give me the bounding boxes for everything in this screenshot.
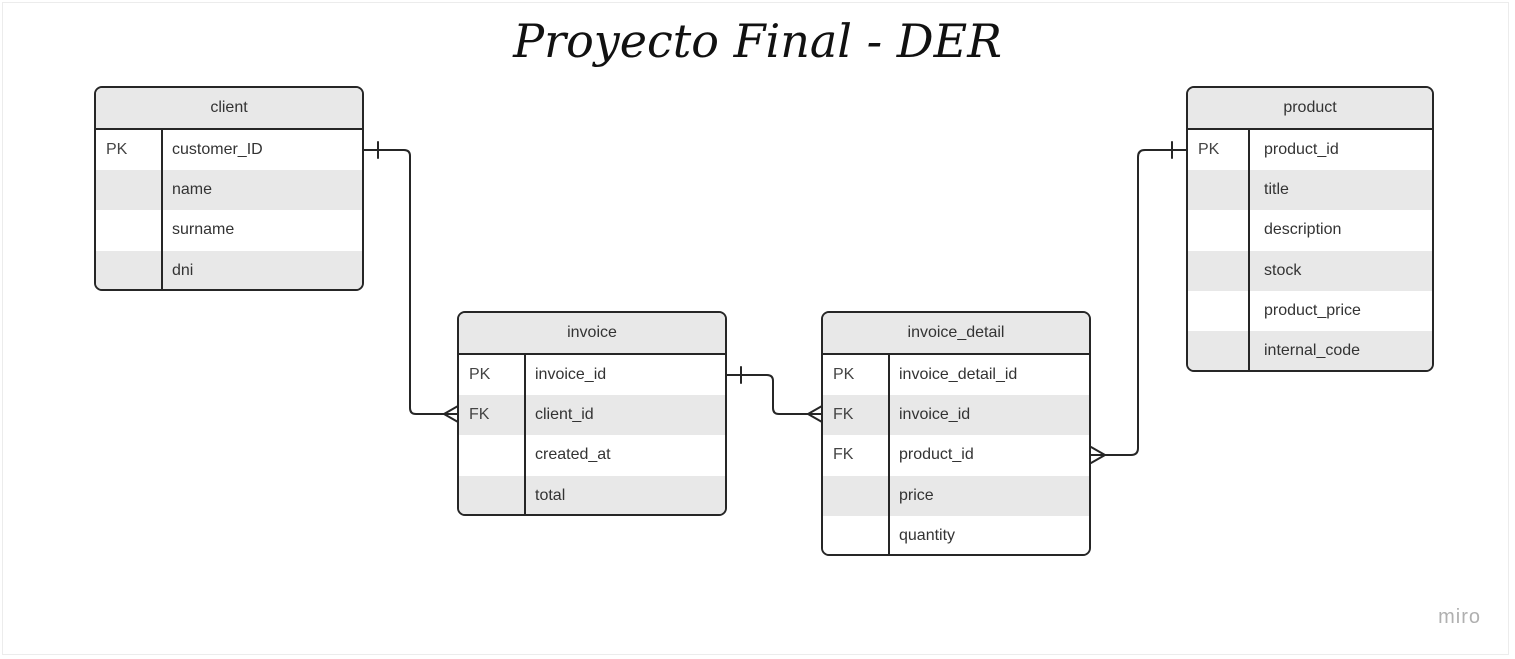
entity-header[interactable]: invoice bbox=[459, 313, 725, 355]
table-row[interactable]: PK product_id bbox=[1188, 130, 1432, 171]
key-label: FK bbox=[833, 446, 854, 464]
field-name: customer_ID bbox=[172, 141, 263, 159]
table-row[interactable]: dni bbox=[96, 250, 362, 289]
table-row[interactable]: internal_code bbox=[1188, 330, 1432, 370]
entity-header[interactable]: client bbox=[96, 88, 362, 130]
field-name: stock bbox=[1264, 261, 1302, 279]
relationship-client-invoice bbox=[363, 141, 459, 423]
key-label: FK bbox=[833, 406, 854, 424]
key-label: PK bbox=[106, 141, 128, 159]
diagram-title: Proyecto Final - DER bbox=[513, 14, 1002, 68]
table-row[interactable]: created_at bbox=[459, 435, 725, 476]
column-divider bbox=[1248, 130, 1250, 370]
field-name: product_id bbox=[899, 446, 974, 464]
table-row[interactable]: product_price bbox=[1188, 290, 1432, 331]
field-name: total bbox=[535, 486, 566, 504]
column-divider bbox=[888, 355, 890, 554]
table-row[interactable]: FK product_id bbox=[823, 435, 1089, 476]
table-row[interactable]: FK invoice_id bbox=[823, 395, 1089, 436]
table-row[interactable]: PK invoice_id bbox=[459, 355, 725, 396]
field-name: dni bbox=[172, 261, 194, 279]
field-name: invoice_id bbox=[535, 366, 607, 384]
relationship-product-invoice-detail bbox=[1090, 141, 1188, 464]
column-divider bbox=[161, 130, 163, 289]
field-name: quantity bbox=[899, 526, 956, 544]
field-name: internal_code bbox=[1264, 342, 1361, 360]
miro-watermark: miro bbox=[1438, 606, 1481, 628]
field-name: title bbox=[1264, 181, 1289, 199]
field-name: product_price bbox=[1264, 301, 1361, 319]
table-row[interactable]: surname bbox=[96, 210, 362, 251]
key-label: PK bbox=[469, 366, 491, 384]
field-name: created_at bbox=[535, 446, 611, 464]
table-row[interactable]: price bbox=[823, 475, 1089, 516]
entity-client[interactable]: client PK customer_ID name surname dni bbox=[94, 86, 364, 291]
entity-header[interactable]: invoice_detail bbox=[823, 313, 1089, 355]
table-row[interactable]: stock bbox=[1188, 250, 1432, 291]
table-row[interactable]: quantity bbox=[823, 515, 1089, 554]
field-name: client_id bbox=[535, 406, 594, 424]
table-row[interactable]: PK invoice_detail_id bbox=[823, 355, 1089, 396]
field-name: invoice_detail_id bbox=[899, 366, 1018, 384]
table-row[interactable]: description bbox=[1188, 210, 1432, 251]
field-name: description bbox=[1264, 221, 1342, 239]
field-name: surname bbox=[172, 221, 235, 239]
field-name: product_id bbox=[1264, 141, 1339, 159]
field-name: invoice_id bbox=[899, 406, 971, 424]
key-label: FK bbox=[469, 406, 490, 424]
field-name: name bbox=[172, 181, 213, 199]
table-row[interactable]: name bbox=[96, 170, 362, 211]
key-label: PK bbox=[833, 366, 855, 384]
table-row[interactable]: total bbox=[459, 475, 725, 514]
entity-product[interactable]: product PK product_id title description … bbox=[1186, 86, 1434, 372]
entity-invoice[interactable]: invoice PK invoice_id FK client_id creat… bbox=[457, 311, 727, 516]
entity-invoice-detail[interactable]: invoice_detail PK invoice_detail_id FK i… bbox=[821, 311, 1091, 556]
column-divider bbox=[524, 355, 526, 514]
relationship-invoice-invoice-detail bbox=[726, 366, 823, 423]
table-row[interactable]: title bbox=[1188, 170, 1432, 211]
table-row[interactable]: FK client_id bbox=[459, 395, 725, 436]
table-row[interactable]: PK customer_ID bbox=[96, 130, 362, 171]
field-name: price bbox=[899, 486, 934, 504]
key-label: PK bbox=[1198, 141, 1220, 159]
entity-header[interactable]: product bbox=[1188, 88, 1432, 130]
